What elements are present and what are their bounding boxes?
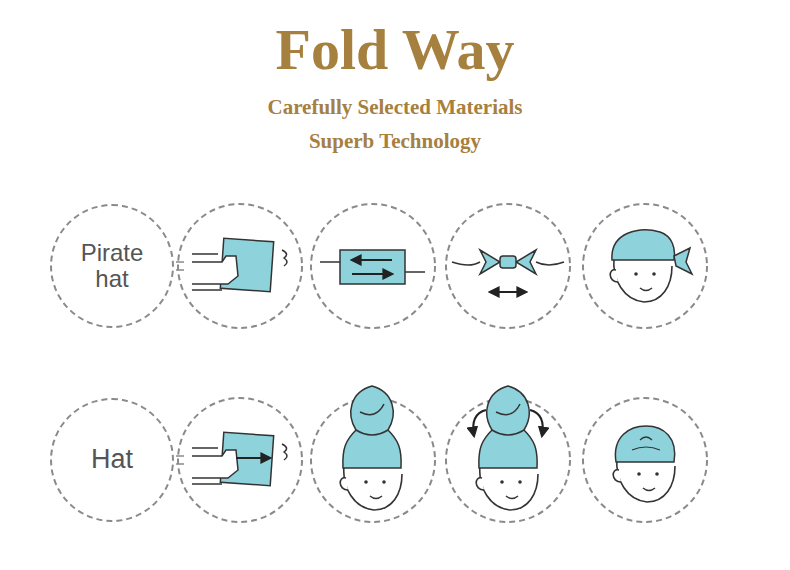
subtitle: Carefully Selected Materials [0, 95, 790, 120]
page-title: Fold Way [0, 18, 790, 82]
step-label: Pirate hat [52, 240, 172, 293]
step-label: Hat [81, 445, 143, 475]
step-circle: Pirate hat [50, 204, 174, 328]
subtitle: Superb Technology [0, 129, 790, 154]
step-circle: Hat [50, 398, 174, 522]
